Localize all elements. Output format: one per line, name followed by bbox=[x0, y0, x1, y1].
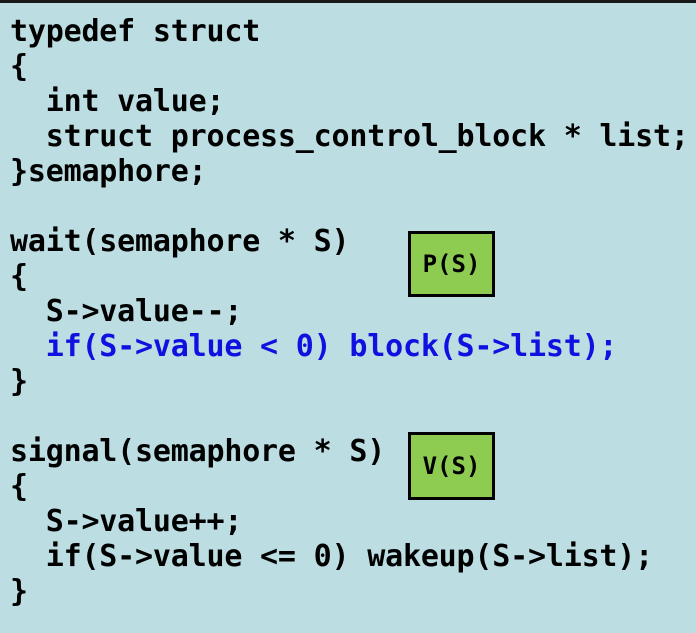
code-line: if(S->value <= 0) wakeup(S->list); bbox=[10, 539, 654, 574]
callout-box-wait-alias: P(S) bbox=[408, 231, 495, 297]
code-line: int value; bbox=[10, 84, 225, 119]
code-line: } bbox=[10, 574, 28, 609]
code-line: S->value--; bbox=[10, 294, 243, 329]
code-line: } bbox=[10, 364, 28, 399]
code-line: S->value++; bbox=[10, 504, 243, 539]
code-line: wait(semaphore * S) bbox=[10, 224, 350, 259]
code-line: { bbox=[10, 49, 28, 84]
callout-box-signal-alias: V(S) bbox=[408, 432, 495, 500]
code-line: typedef struct bbox=[10, 14, 261, 49]
code-line: { bbox=[10, 469, 28, 504]
top-divider-rule bbox=[0, 0, 696, 3]
code-line: }semaphore; bbox=[10, 154, 207, 189]
code-block: typedef struct { int value; struct proce… bbox=[10, 14, 696, 609]
code-line-blank bbox=[10, 189, 696, 224]
code-line-blank bbox=[10, 399, 696, 434]
code-line: { bbox=[10, 259, 28, 294]
code-line: signal(semaphore * S) bbox=[10, 434, 386, 469]
code-line: struct process_control_block * list; bbox=[10, 119, 689, 154]
code-line-highlighted: if(S->value < 0) block(S->list); bbox=[10, 329, 618, 364]
